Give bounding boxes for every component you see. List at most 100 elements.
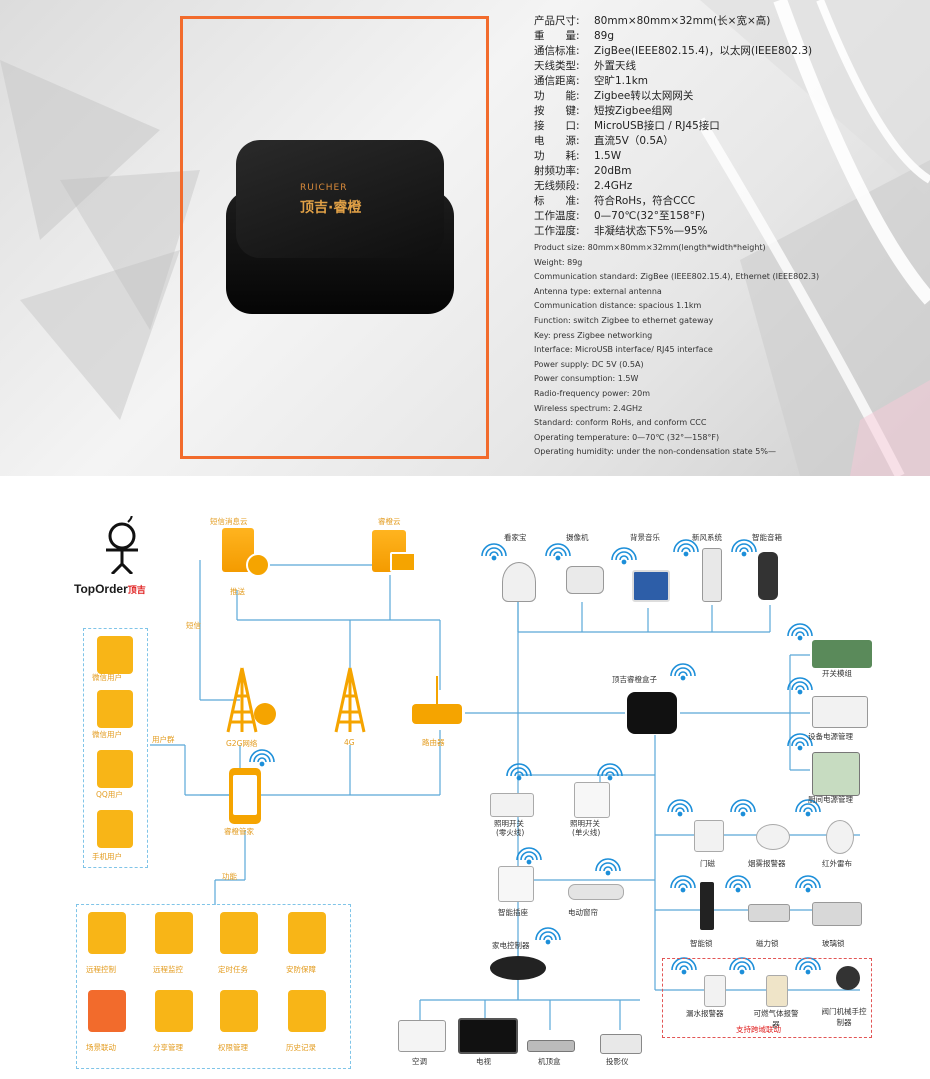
projector-device: [600, 1034, 642, 1054]
ac-device: [398, 1020, 446, 1052]
wechat-user-icon: [97, 636, 133, 674]
power-mgmt-device: [812, 696, 868, 728]
wifi-icon: [795, 875, 821, 893]
spec-en-row: Radio-frequency power: 20m: [534, 389, 650, 398]
spec-cn-row: 工作湿度:非凝结状态下5%—95%: [534, 224, 708, 238]
spec-cn-row: 通信标准:ZigBee(IEEE802.15.4)，以太网(IEEE802.3): [534, 44, 812, 58]
label-projector: 投影仪: [606, 1057, 629, 1066]
spec-en-row: Interface: MicroUSB interface/ RJ45 inte…: [534, 345, 713, 355]
spec-cn-value: 80mm×80mm×32mm(长×宽×高): [594, 15, 771, 27]
spec-cn-row: 功 耗: 1.5W: [534, 149, 621, 163]
label-tower-4g: 4G: [344, 738, 355, 747]
spec-cn-row: 按 键:短按Zigbee组网: [534, 104, 672, 118]
spec-cn-row: 产品尺寸:80mm×80mm×32mm(长×宽×高): [534, 14, 770, 28]
wifi-icon: [725, 875, 751, 893]
label-smoke: 烟雾报警器: [748, 859, 786, 868]
app-phone-screen: [233, 775, 257, 815]
function-label: 远程控制: [86, 965, 116, 974]
folder-icon: [390, 552, 416, 572]
label-light-switch1b: (零火线): [496, 828, 525, 837]
label-water: 漏水报警器: [686, 1009, 724, 1018]
label-ruicheng-cloud: 睿橙云: [378, 517, 401, 526]
wifi-icon: [516, 847, 542, 865]
wifi-icon: [595, 858, 621, 876]
label-socket: 智能插座: [498, 908, 528, 917]
scene-icon: [88, 990, 126, 1032]
spec-cn-value: 1.5W: [594, 150, 622, 162]
phone-user-icon: [97, 810, 133, 848]
label-push: 推送: [230, 587, 245, 596]
function-label: 场景联动: [86, 1043, 116, 1052]
spec-en-row: Power supply: DC 5V (0.5A): [534, 359, 644, 369]
label-music: 背景音乐: [630, 533, 660, 542]
label-door-sensor: 门磁: [700, 859, 715, 868]
spec-en-row: Operating humidity: under the non-conden…: [534, 447, 776, 457]
label-sms-cloud: 短信消息云: [210, 517, 248, 526]
fresh-air-device: [702, 548, 722, 602]
spec-en-row: Wireless spectrum: 2.4GHz: [534, 403, 643, 413]
weixin-user-icon: [97, 690, 133, 728]
spec-en-row: Standard: conform RoHs, and conform CCC: [534, 418, 707, 428]
camera2-device: [566, 566, 604, 594]
label-gas: 可燃气体报警器: [753, 1009, 799, 1029]
wifi-icon: [670, 875, 696, 893]
smoke-detector-device: [756, 824, 790, 850]
spec-cn-row: 标 准:符合RoHs，符合CCC: [534, 194, 695, 208]
home-security-icon: [288, 912, 326, 954]
spec-cn-row: 无线频段:2.4GHz: [534, 179, 632, 193]
wifi-icon: [667, 799, 693, 817]
spec-en-row: Power consumption: 1.5W: [534, 374, 639, 384]
label-app: 睿橙管家: [224, 827, 254, 836]
music-panel-device: [632, 570, 670, 602]
spec-cn-key: 标 准:: [534, 195, 580, 207]
label-light-switch2: 照明开关: [570, 819, 600, 828]
label-light-switch2b: (单火线): [572, 828, 601, 837]
wifi-icon: [787, 733, 813, 751]
gateway-box-top: [236, 140, 444, 258]
spec-cn-value: MicroUSB接口 / RJ45接口: [594, 120, 720, 132]
label-switch-module: 开关模组: [822, 669, 852, 678]
timer-icon: [220, 912, 258, 954]
user-group-box: [83, 628, 148, 868]
function-label: 权限管理: [218, 1043, 248, 1052]
spec-en-row: Operating temperature: 0—70℃ (32°—158°F): [534, 432, 720, 442]
light-switch1-device: [490, 793, 534, 817]
label-camera1: 看家宝: [504, 533, 527, 542]
wifi-icon: [506, 763, 532, 781]
wifi-icon: [597, 763, 623, 781]
function-label: 安防保障: [286, 965, 316, 974]
spec-cn-value: 非凝结状态下5%—95%: [594, 225, 708, 237]
router-icon: [412, 704, 462, 724]
label-fresh-air: 新风系统: [692, 533, 722, 542]
spec-cn-key: 通信标准:: [534, 45, 580, 57]
wifi-icon: [249, 749, 275, 767]
wifi-icon: [795, 799, 821, 817]
smart-socket-device: [498, 866, 534, 902]
spec-cn-row: 工作温度:0—70℃(32°至158°F): [534, 209, 705, 223]
spec-cn-key: 功 耗:: [534, 150, 580, 162]
spec-en-row: Product size: 80mm×80mm×32mm(length*widt…: [534, 243, 766, 252]
globe-icon: [254, 703, 276, 725]
mag-lock-device: [748, 904, 790, 922]
spec-cn-row: 电 源:直流5V（0.5A）: [534, 134, 674, 148]
brand-cn: 顶吉·睿橙: [300, 200, 362, 216]
spec-cn-row: 重 量:89g: [534, 29, 614, 43]
label-stb: 机顶盒: [538, 1057, 561, 1066]
tower-2g-icon: [226, 667, 258, 733]
spec-cn-key: 电 源:: [534, 135, 580, 147]
function-label: 分享管理: [153, 1043, 183, 1052]
function-label: 远程监控: [153, 965, 183, 974]
spec-en-row: Communication standard: ZigBee (IEEE802.…: [534, 272, 820, 282]
wifi-icon: [670, 663, 696, 681]
logo-text: TopOrder顶吉: [74, 582, 146, 596]
spec-cn-key: 工作温度:: [534, 210, 580, 222]
wifi-icon: [611, 547, 637, 565]
label-glass-lock: 玻璃锁: [822, 939, 845, 948]
spec-cn-value: 2.4GHz: [594, 180, 633, 192]
product-panel: RUICHER 顶吉·睿橙 产品尺寸:80mm×80mm×32mm(长×宽×高)…: [0, 0, 930, 476]
wifi-icon: [787, 677, 813, 695]
label-func: 功能: [222, 872, 237, 881]
spec-cn-key: 重 量:: [534, 30, 580, 42]
water-leak-device: [704, 975, 726, 1007]
smart-speaker-device: [758, 552, 778, 600]
